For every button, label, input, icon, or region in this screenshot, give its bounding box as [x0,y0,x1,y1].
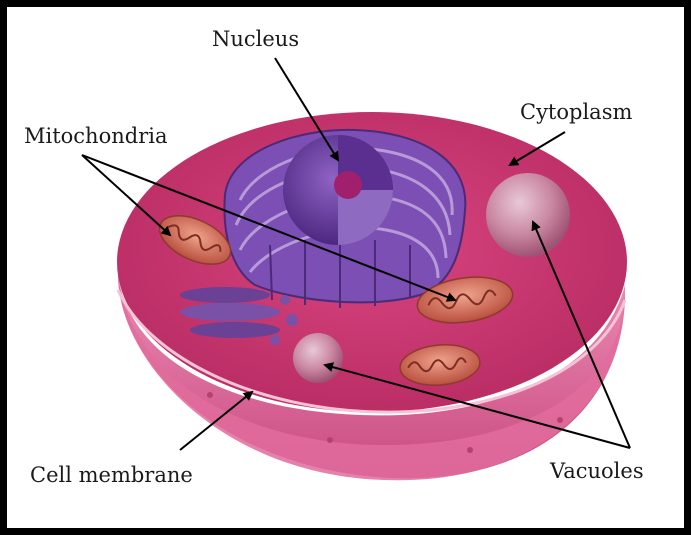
membrane-pit [327,437,333,443]
nucleolus [334,171,362,199]
membrane-pit [467,447,473,453]
label-nucleus: Nucleus [212,27,299,51]
vacuole-small [293,333,343,383]
label-cytoplasm: Cytoplasm [520,100,632,124]
label-mitochondria: Mitochondria [24,124,167,148]
membrane-pit [557,417,563,423]
label-cell-membrane: Cell membrane [30,463,193,487]
vacuole-large [486,173,570,257]
nucleus-structure [224,130,465,308]
membrane-pit [207,392,213,398]
label-vacuoles: Vacuoles [549,459,644,483]
